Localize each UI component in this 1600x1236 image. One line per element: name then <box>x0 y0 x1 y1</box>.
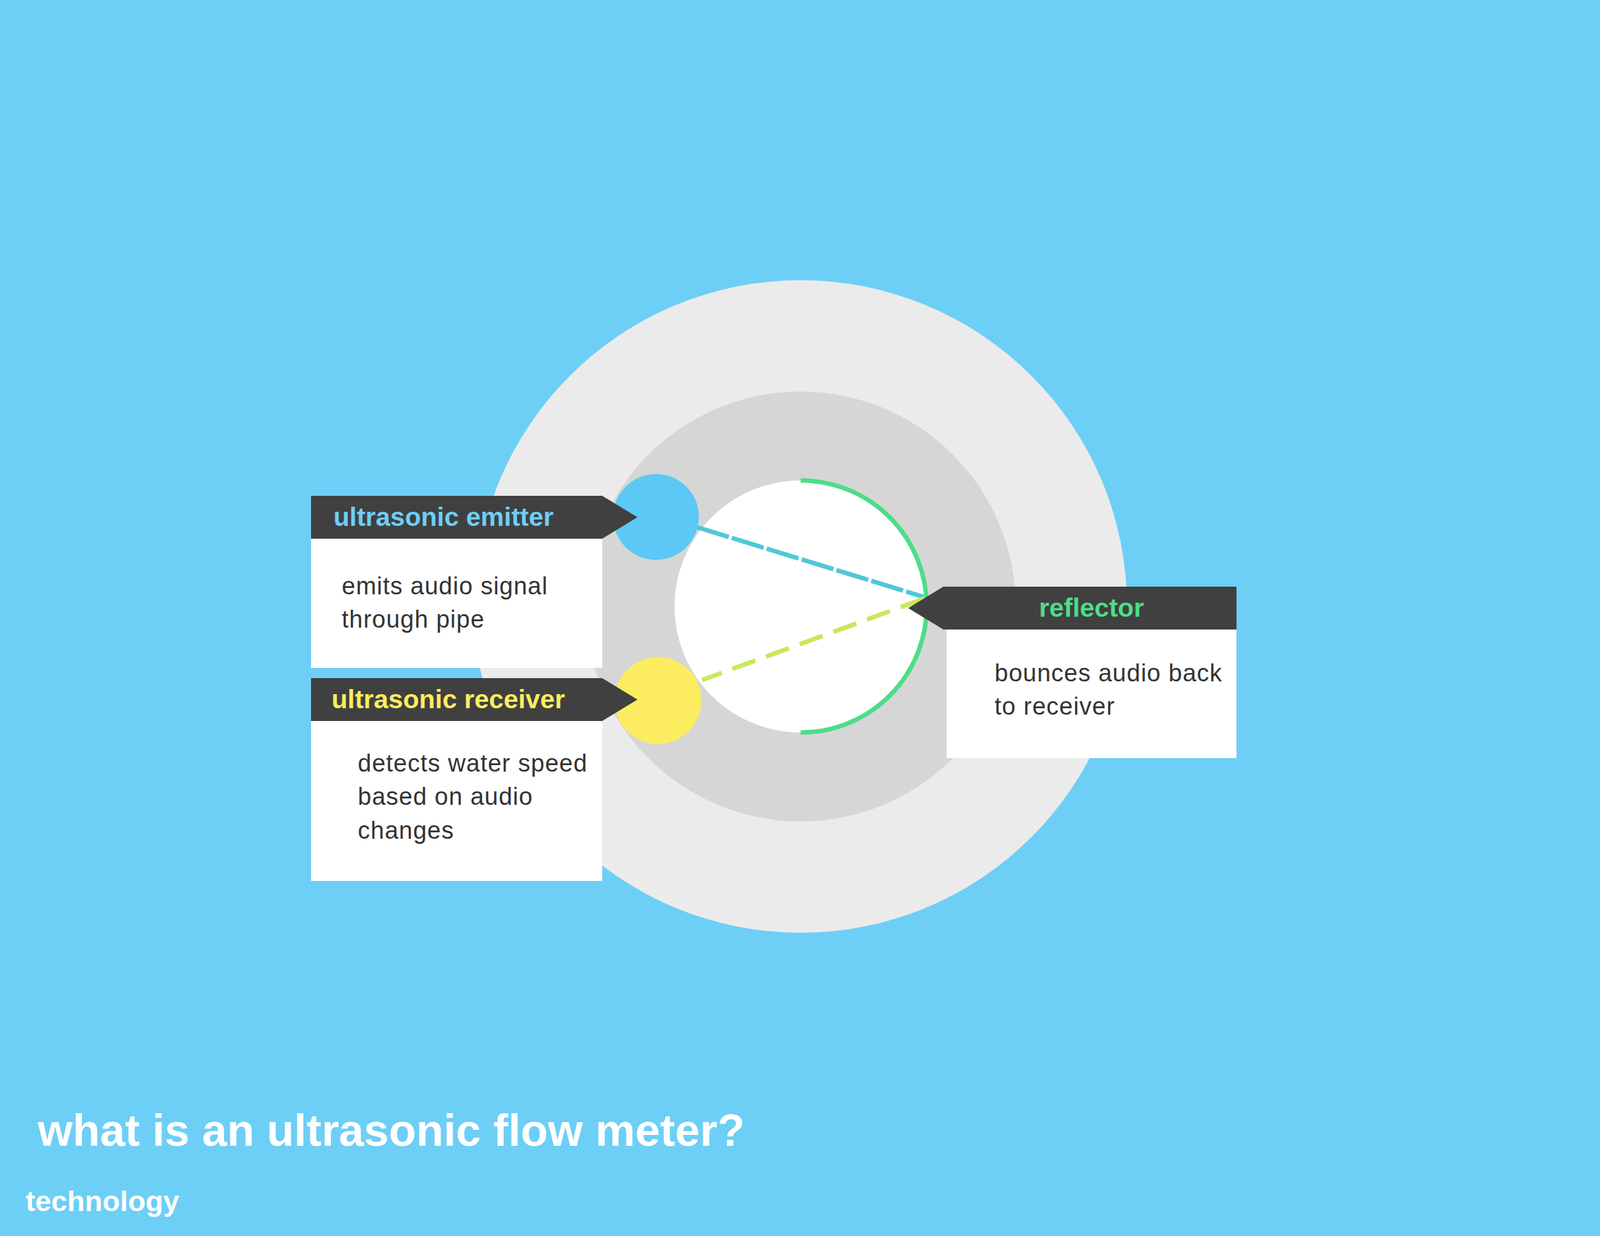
callout-body: bounces audio back to receiver <box>946 629 1237 759</box>
category-tag: technology <box>25 1185 180 1219</box>
callout-pointer <box>908 586 947 630</box>
pointer-shape <box>599 678 638 722</box>
pipe-bore <box>674 480 927 733</box>
description-text: detects water speed based on audio chang… <box>357 746 590 848</box>
reflected-signal <box>702 599 924 681</box>
description-text: bounces audio back to receiver <box>994 656 1224 724</box>
receiver-callout: ultrasonic receiver detects water speed b… <box>311 678 603 882</box>
callout-pointer <box>599 496 638 539</box>
pointer-shape <box>908 586 947 630</box>
reflector-callout: reflector bounces audio back to receiver <box>946 586 1237 759</box>
pointer-shape <box>599 496 638 539</box>
callout-pointer <box>599 678 638 722</box>
part-name: reflector <box>1038 593 1144 624</box>
emitted-signal <box>696 527 924 598</box>
callout-header: reflector <box>946 586 1237 630</box>
callout-header: ultrasonic receiver <box>311 678 603 722</box>
callout-header: ultrasonic emitter <box>311 496 603 539</box>
description-text: emits audio signal through pipe <box>341 569 590 637</box>
callout-body: emits audio signal through pipe <box>311 538 603 669</box>
callout-body: detects water speed based on audio chang… <box>311 721 603 882</box>
part-name: ultrasonic receiver <box>331 684 566 715</box>
diagram-title: what is an ultrasonic flow meter? <box>37 1105 745 1157</box>
part-name: ultrasonic emitter <box>333 502 554 533</box>
emitter-callout: ultrasonic emitter emits audio signal thr… <box>311 496 603 669</box>
